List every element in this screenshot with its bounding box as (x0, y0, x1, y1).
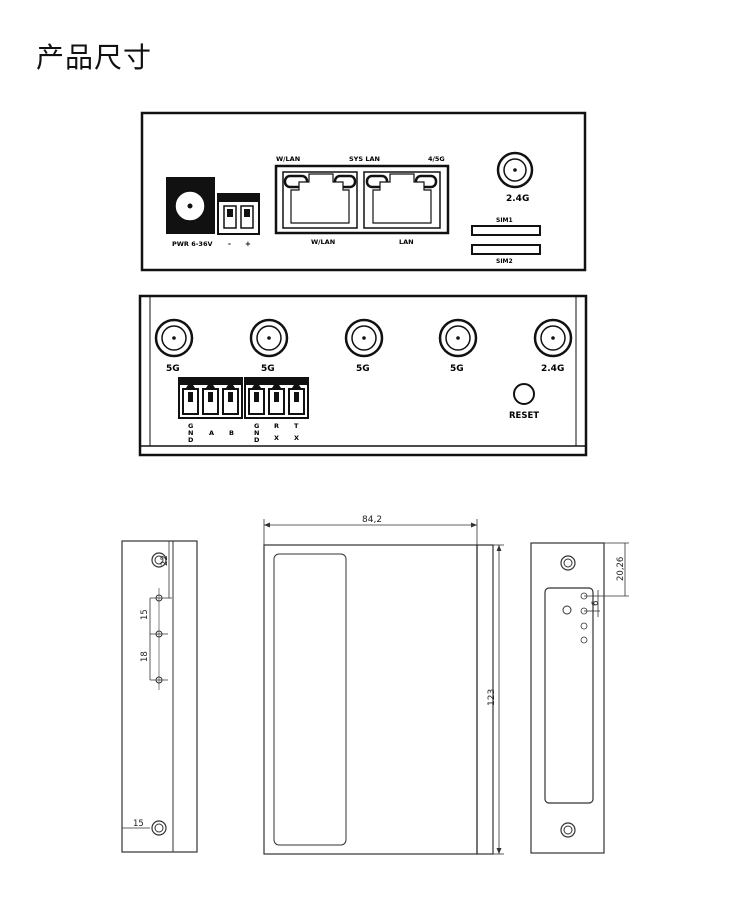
pin-gnd2-g: G (254, 422, 259, 430)
pin-rx-r: R (274, 422, 279, 430)
terminal-plus-label: + (245, 240, 251, 248)
lan-port (363, 171, 441, 229)
power-jack (166, 177, 215, 234)
pin-gnd2-n: N (254, 429, 259, 437)
dim-15-horizontal: 15 (133, 819, 144, 829)
sim2-slot (471, 244, 541, 255)
pin-b: B (229, 429, 234, 437)
status-4g5g-label: 4/5G (428, 155, 445, 163)
antenna-4 (438, 318, 478, 358)
wlan-bottom-label: W/LAN (311, 238, 335, 246)
pin-gnd2-d: D (254, 436, 260, 444)
side-view-left (121, 540, 198, 853)
pin-gnd1-g: G (188, 422, 193, 430)
dim-20-26: 20,26 (616, 557, 626, 581)
antenna-5-label: 2.4G (541, 364, 564, 374)
sys-lan-label: SYS LAN (349, 155, 380, 163)
front-panel: PWR 6-36V - + W/LAN SYS LAN 4/5G (140, 111, 587, 272)
dim-15-vertical: 15 (140, 609, 150, 620)
antenna-2-label: 5G (261, 364, 275, 374)
reset-label: RESET (509, 411, 539, 421)
sim2-label: SIM2 (496, 258, 513, 265)
back-panel: 5G 5G 5G 5G 2.4G (138, 294, 588, 457)
pwr-label: PWR 6-36V (172, 240, 213, 248)
page-title: 产品尺寸 (36, 41, 153, 74)
pin-a: A (209, 429, 214, 437)
wlan-top-label: W/LAN (276, 155, 300, 163)
terminal-minus-label: - (228, 240, 231, 248)
antenna-4-label: 5G (450, 364, 464, 374)
dim-6: 6 (591, 601, 601, 606)
antenna-1 (154, 318, 194, 358)
reset-button[interactable] (513, 383, 535, 405)
dim-22: 22 (160, 555, 170, 566)
pin-gnd1-d: D (188, 436, 194, 444)
lan-bottom-label: LAN (399, 238, 414, 246)
antenna-1-label: 5G (166, 364, 180, 374)
dim-width: 84,2 (362, 515, 382, 525)
antenna-5 (533, 318, 573, 358)
terminal-block-left (178, 377, 243, 419)
top-view (263, 519, 504, 855)
wlan-port (282, 171, 358, 229)
pin-rx-x: X (274, 434, 279, 442)
pin-tx-x: X (294, 434, 299, 442)
antenna-2-4g-label: 2.4G (506, 194, 529, 204)
antenna-3-label: 5G (356, 364, 370, 374)
rj45-port-block (274, 164, 450, 235)
pin-tx-t: T (294, 422, 299, 430)
terminal-block-right (244, 377, 309, 419)
dim-18: 18 (140, 651, 150, 662)
power-terminal (217, 193, 260, 235)
antenna-2 (249, 318, 289, 358)
dim-height: 123 (487, 689, 497, 706)
side-view-right (530, 542, 629, 854)
sim1-slot (471, 225, 541, 236)
antenna-connector (496, 151, 534, 189)
antenna-3 (344, 318, 384, 358)
pin-gnd1-n: N (188, 429, 193, 437)
sim1-label: SIM1 (496, 217, 513, 224)
